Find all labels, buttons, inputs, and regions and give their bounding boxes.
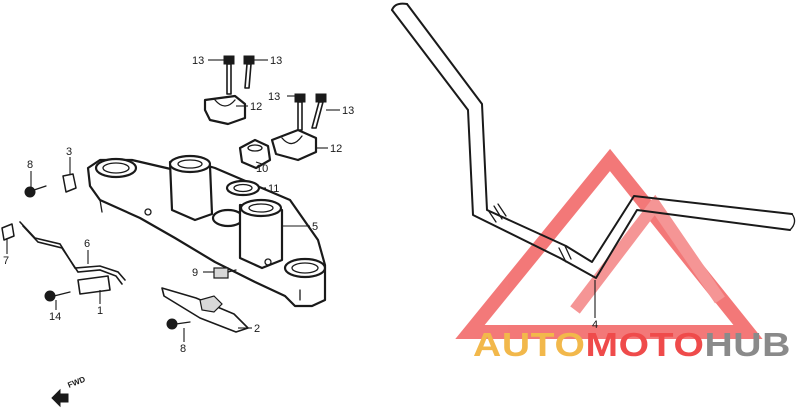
callout-5: 5 <box>312 221 318 233</box>
callout-14: 14 <box>49 311 61 323</box>
clip-3 <box>62 173 77 193</box>
callout-9: 9 <box>192 267 198 279</box>
top-bridge <box>86 154 327 308</box>
callout-3: 3 <box>66 146 72 158</box>
bolt-14 <box>44 290 71 302</box>
callout-12-a: 12 <box>250 101 262 113</box>
callout-13-d: 13 <box>342 105 354 117</box>
callout-4: 4 <box>592 319 598 331</box>
watermark-text-auto: AUTO <box>473 326 585 363</box>
callout-2: 2 <box>254 323 260 335</box>
cable-2 <box>161 287 249 333</box>
handlebar <box>391 2 796 279</box>
bolt-13-c <box>294 93 306 131</box>
bolt-13-d <box>311 93 327 129</box>
fwd-arrow <box>51 388 69 408</box>
leader-lines <box>6 59 596 342</box>
stem-nut <box>238 138 272 170</box>
clip-7 <box>1 223 15 241</box>
callout-13-c: 13 <box>268 91 280 103</box>
switch-9 <box>213 267 237 279</box>
callout-6: 6 <box>84 238 90 250</box>
bolt-8-upper <box>24 185 47 198</box>
bracket-1 <box>77 275 111 295</box>
callout-11: 11 <box>268 183 279 195</box>
callout-8-upper: 8 <box>27 159 33 171</box>
cable-guide-6 <box>19 221 126 285</box>
watermark-logo <box>455 148 763 339</box>
bolt-13-a <box>223 55 235 95</box>
bolt-8-lower <box>166 318 191 330</box>
callout-13-a: 13 <box>192 55 204 67</box>
callout-8-lower: 8 <box>180 343 186 355</box>
holder-upper-left <box>203 94 247 126</box>
callout-1: 1 <box>97 305 103 317</box>
callout-12-b: 12 <box>330 143 342 155</box>
bolt-13-b <box>243 55 255 89</box>
fwd-label: FWD <box>66 375 86 390</box>
washer <box>225 179 261 197</box>
callout-10: 10 <box>256 163 268 175</box>
callouts: 13 13 12 13 13 12 10 11 3 8 5 7 6 9 14 1… <box>3 55 598 355</box>
holder-upper-right <box>270 128 318 162</box>
watermark-text-moto: MOTO <box>585 326 704 363</box>
callout-13-b: 13 <box>270 55 282 67</box>
watermark-text-hub: HUB <box>704 326 791 363</box>
callout-7: 7 <box>3 255 9 267</box>
